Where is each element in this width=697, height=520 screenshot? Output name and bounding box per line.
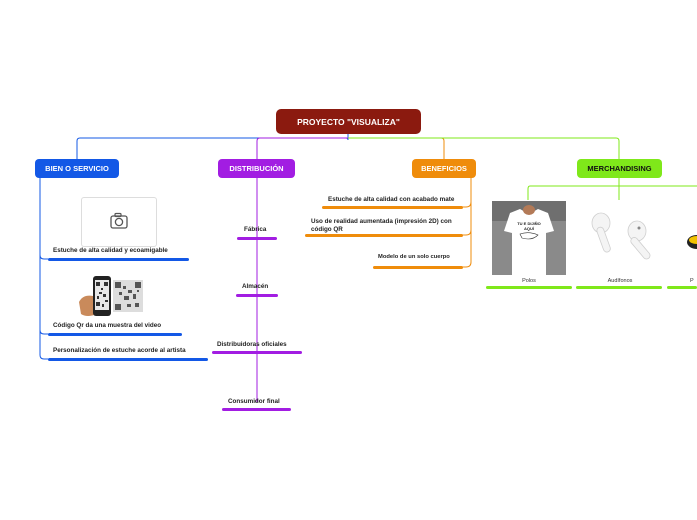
connector-bien-1 bbox=[39, 254, 48, 260]
item-codigo-qr[interactable]: Código Qr da una muestra del video bbox=[53, 322, 162, 329]
underline-bien-3 bbox=[48, 358, 208, 361]
underline-merch-3 bbox=[667, 286, 697, 289]
underline-dist-1 bbox=[237, 237, 277, 240]
item-audifonos[interactable]: Audífonos bbox=[607, 278, 633, 284]
connector-root-merch bbox=[348, 137, 620, 159]
underline-ben-2 bbox=[305, 234, 463, 237]
svg-text:TU E DIJIÑO: TU E DIJIÑO bbox=[517, 221, 541, 226]
underline-bien-2 bbox=[48, 333, 182, 336]
branch-merchandising[interactable]: MERCHANDISING bbox=[577, 159, 662, 178]
item-merch-partial[interactable]: P bbox=[690, 278, 694, 284]
underline-dist-3 bbox=[212, 351, 302, 354]
underline-bien-1 bbox=[48, 258, 189, 261]
connector-ben-1 bbox=[462, 201, 472, 208]
underline-ben-1 bbox=[322, 206, 463, 209]
camera-icon bbox=[110, 212, 128, 229]
tshirt-image: TU E DIJIÑO AQUÍ bbox=[492, 201, 566, 275]
underline-merch-1 bbox=[486, 286, 572, 289]
earbuds-image bbox=[583, 201, 657, 275]
item-almacen[interactable]: Almacén bbox=[242, 283, 269, 290]
underline-merch-2 bbox=[576, 286, 662, 289]
underline-dist-4 bbox=[222, 408, 291, 411]
connector-bien-2 bbox=[39, 329, 48, 335]
connector-bien-items bbox=[39, 178, 48, 360]
item-fabrica[interactable]: Fábrica bbox=[244, 226, 267, 233]
connector-root-distribucion bbox=[256, 137, 348, 159]
item-modelo-un-cuerpo[interactable]: Modelo de un solo cuerpo bbox=[378, 254, 450, 260]
branch-bien-o-servicio[interactable]: BIEN O SERVICIO bbox=[35, 159, 119, 178]
root-node[interactable]: PROYECTO "VISUALIZA" bbox=[276, 109, 421, 134]
svg-text:AQUÍ: AQUÍ bbox=[524, 226, 535, 231]
connector-ben-2 bbox=[462, 229, 472, 236]
item-realidad-aumentada[interactable]: Uso de realidad aumentada (impresión 2D)… bbox=[311, 218, 452, 233]
connector-ben-items bbox=[462, 178, 472, 268]
item-distribuidoras[interactable]: Distribuidoras oficiales bbox=[217, 341, 287, 348]
underline-dist-2 bbox=[236, 294, 278, 297]
connector-merch-items bbox=[527, 178, 697, 200]
connector-root-bien bbox=[76, 134, 349, 159]
branch-beneficios[interactable]: BENEFICIOS bbox=[412, 159, 476, 178]
camera-image-placeholder bbox=[81, 197, 157, 247]
item-polos[interactable]: Polos bbox=[522, 278, 536, 284]
item-estuche-ecoamigable[interactable]: Estuche de alta calidad y ecoamigable bbox=[53, 247, 168, 254]
item-personalizacion[interactable]: Personalización de estuche acorde al art… bbox=[53, 347, 186, 354]
underline-ben-3 bbox=[373, 266, 463, 269]
phone-qr-image bbox=[75, 274, 147, 322]
partial-merch-image bbox=[683, 230, 697, 254]
item-consumidor-final[interactable]: Consumidor final bbox=[228, 398, 280, 405]
connector-root-beneficios bbox=[348, 137, 445, 159]
item-estuche-mate[interactable]: Estuche de alta calidad con acabado mate bbox=[328, 196, 455, 203]
branch-distribucion[interactable]: DISTRIBUCIÓN bbox=[218, 159, 295, 178]
